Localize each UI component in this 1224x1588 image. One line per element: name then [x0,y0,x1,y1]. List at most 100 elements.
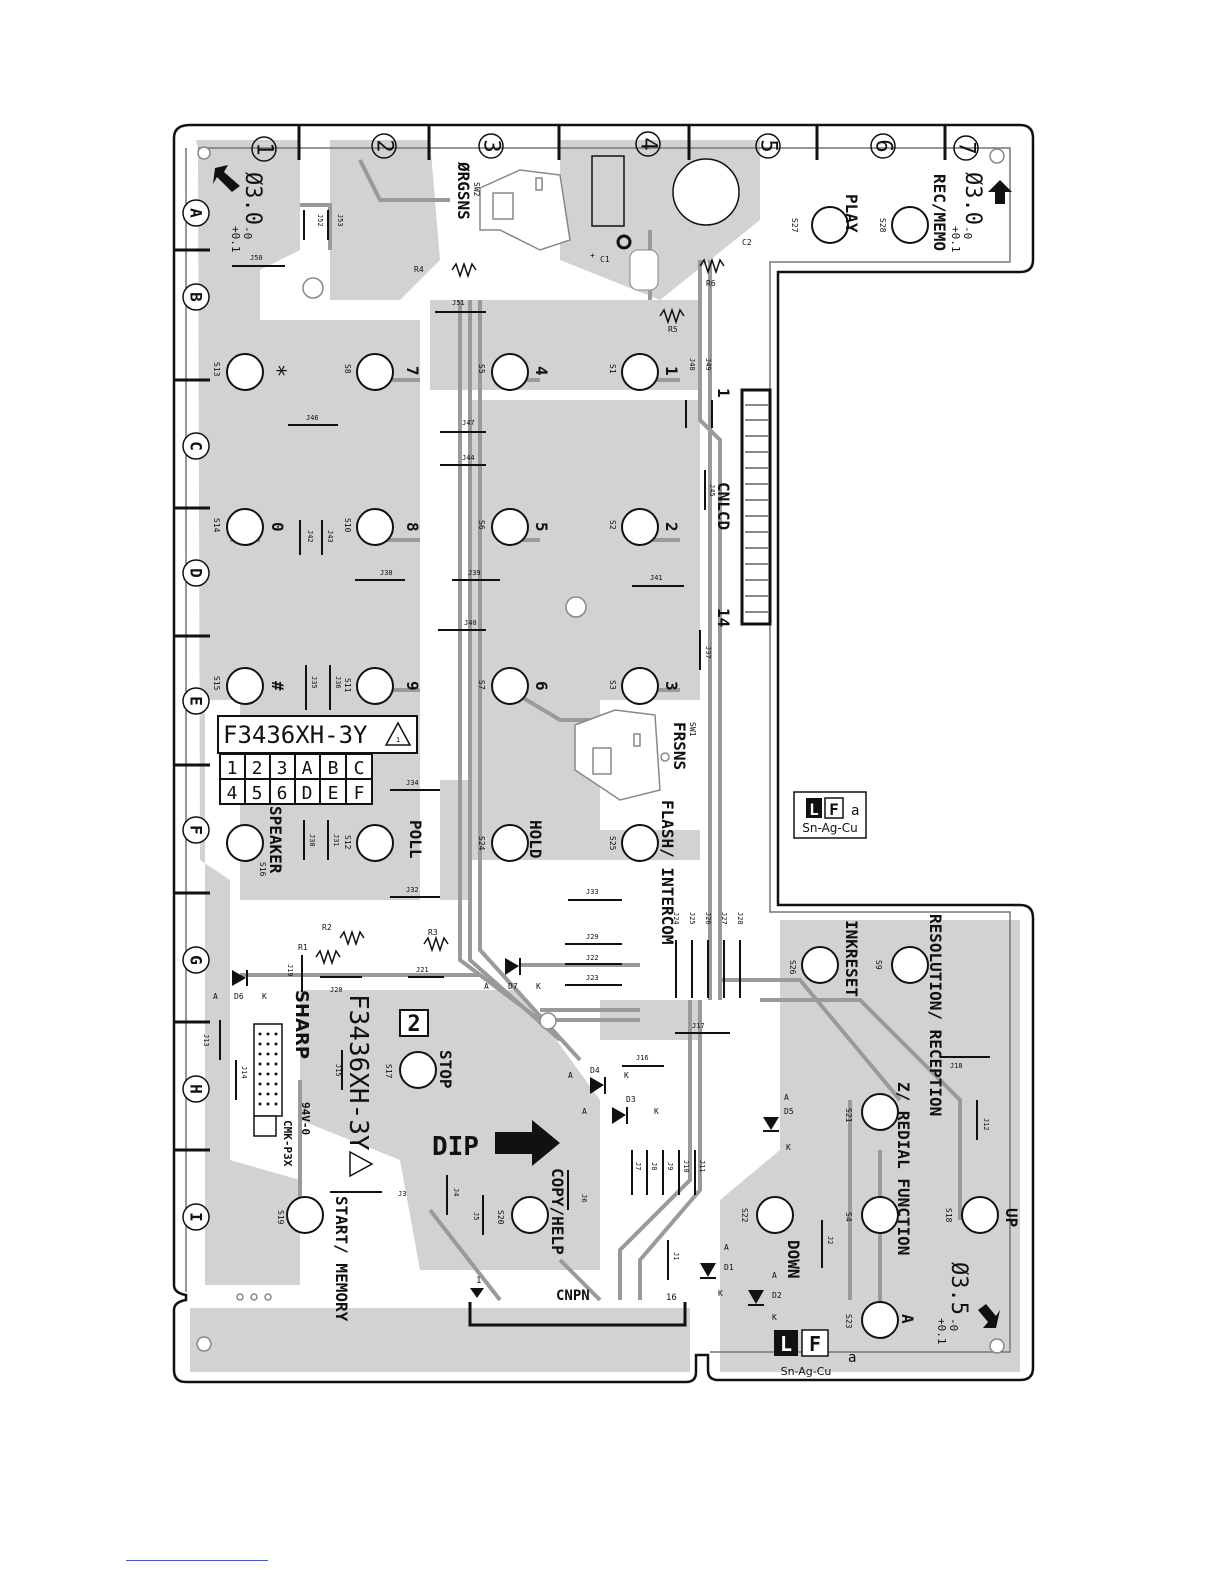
svg-text:H: H [187,1084,206,1094]
svg-text:J25: J25 [688,912,696,925]
svg-text:1: 1 [252,142,277,155]
rev-box [399,1009,429,1037]
svg-text:+0.1: +0.1 [229,226,242,253]
svg-text:S10: S10 [343,518,352,533]
label-ul-rating: 94V-0 [299,1102,312,1135]
hole-spec-top-left: Ø3.0 +0.1 -0 [229,172,265,253]
svg-text:S25: S25 [608,836,617,851]
svg-text:F: F [354,783,365,804]
svg-text:A: A [724,1243,729,1252]
svg-text:S11: S11 [343,678,352,693]
connector-labels: CNLCD 1 14 CNPN 1 16 [476,388,733,1304]
switch-pad-s7 [491,667,529,705]
switch-pad-s25 [621,824,659,862]
rev-triangle-icon [384,721,412,746]
label-frsns: FRSNS [670,722,689,770]
grid-column-4: 4 [635,131,661,157]
resistor-r2 [339,929,365,947]
svg-text:K: K [536,982,541,991]
svg-text:A: A [302,758,313,779]
svg-text:S15: S15 [212,676,221,691]
svg-text:S21: S21 [844,1108,853,1123]
capacitor-c1-body [591,155,625,227]
rev-box-label: 2 [407,1012,420,1037]
svg-text:D: D [187,568,206,578]
diode-d3 [612,1107,626,1124]
svg-text:D7: D7 [508,982,518,991]
svg-text:Sn-Ag-Cu: Sn-Ag-Cu [802,821,857,835]
svg-text:J42: J42 [306,530,314,543]
svg-text:E: E [187,696,206,706]
grid-row-G: G [182,946,210,974]
hole-arrow-bottom-right-icon [978,1304,1000,1328]
resistor-r5 [659,307,685,325]
diode-d1 [700,1263,716,1277]
svg-text:J2: J2 [826,1236,834,1244]
label-sw2: SW2 [472,182,481,197]
grid-column-1: 1 [251,136,277,162]
svg-text:S16: S16 [258,862,267,877]
label-hold: HOLD [526,820,545,859]
label-copy-help: COPY/HELP [548,1168,567,1255]
svg-text:J30: J30 [308,834,316,847]
svg-text:J26: J26 [704,912,712,925]
svg-text:A: A [784,1093,789,1102]
svg-text:C1: C1 [600,255,610,264]
svg-text:S26: S26 [788,960,797,975]
label-a-key: A [898,1314,917,1324]
mounting-holes [196,146,1005,1354]
svg-text:J44: J44 [462,454,475,462]
svg-text:S24: S24 [477,836,486,851]
key-star: * [264,364,289,377]
switch-pad-s24 [491,824,529,862]
label-rec-memo: REC/MEMO [930,174,949,251]
board-markings: SHARP F3436XH-3Y 94V-0 CMK-P3X [281,990,374,1178]
key-0: 0 [268,522,287,532]
switch-ref-s4: S4 [844,1212,853,1222]
svg-text:J13: J13 [202,1034,210,1047]
svg-text:-0: -0 [241,226,254,239]
switch-pad-s15 [226,667,264,705]
svg-text:A: A [568,1071,573,1080]
svg-text:J1: J1 [672,1252,680,1260]
label-inkreset: INKRESET [842,920,861,997]
svg-text:S23: S23 [844,1314,853,1329]
hole-arrow-top-right-icon [988,180,1012,204]
svg-text:S14: S14 [212,518,221,533]
svg-text:J3: J3 [398,1190,406,1198]
svg-text:J10: J10 [682,1160,690,1173]
svg-text:-0: -0 [947,1318,960,1331]
svg-text:A: A [213,992,218,1001]
key-hash: # [268,681,287,691]
svg-text:S2: S2 [608,520,617,530]
label-poll: POLL [406,820,425,859]
grid-row-I: I [182,1203,210,1231]
svg-text:J23: J23 [586,974,599,982]
switch-pad-s10 [356,508,394,546]
svg-text:S9: S9 [874,960,883,970]
svg-text:+0.1: +0.1 [935,1318,948,1345]
svg-text:J14: J14 [240,1066,248,1079]
svg-text:D3: D3 [626,1095,636,1104]
svg-text:J8: J8 [650,1162,658,1170]
svg-text:S7: S7 [477,680,486,690]
svg-text:J9: J9 [666,1162,674,1170]
svg-text:J41: J41 [650,574,663,582]
svg-text:K: K [624,1071,629,1080]
cnpn-pin1-marker [470,1288,484,1298]
grid-row-H: H [182,1075,210,1103]
svg-text:J16: J16 [636,1054,649,1062]
svg-text:3: 3 [277,758,288,779]
svg-text:I: I [187,1212,206,1222]
svg-text:J7: J7 [634,1162,642,1170]
key-7: 7 [403,366,422,376]
svg-text:S19: S19 [276,1210,285,1225]
cnlcd-pin-first: 1 [714,388,733,398]
svg-text:J37: J37 [704,646,712,659]
rev-triangle-vertical-icon [349,1150,374,1178]
svg-text:J31: J31 [332,834,340,847]
svg-text:J18: J18 [950,1062,963,1070]
switch-pad-s27 [811,206,849,244]
svg-text:J17: J17 [692,1022,705,1030]
